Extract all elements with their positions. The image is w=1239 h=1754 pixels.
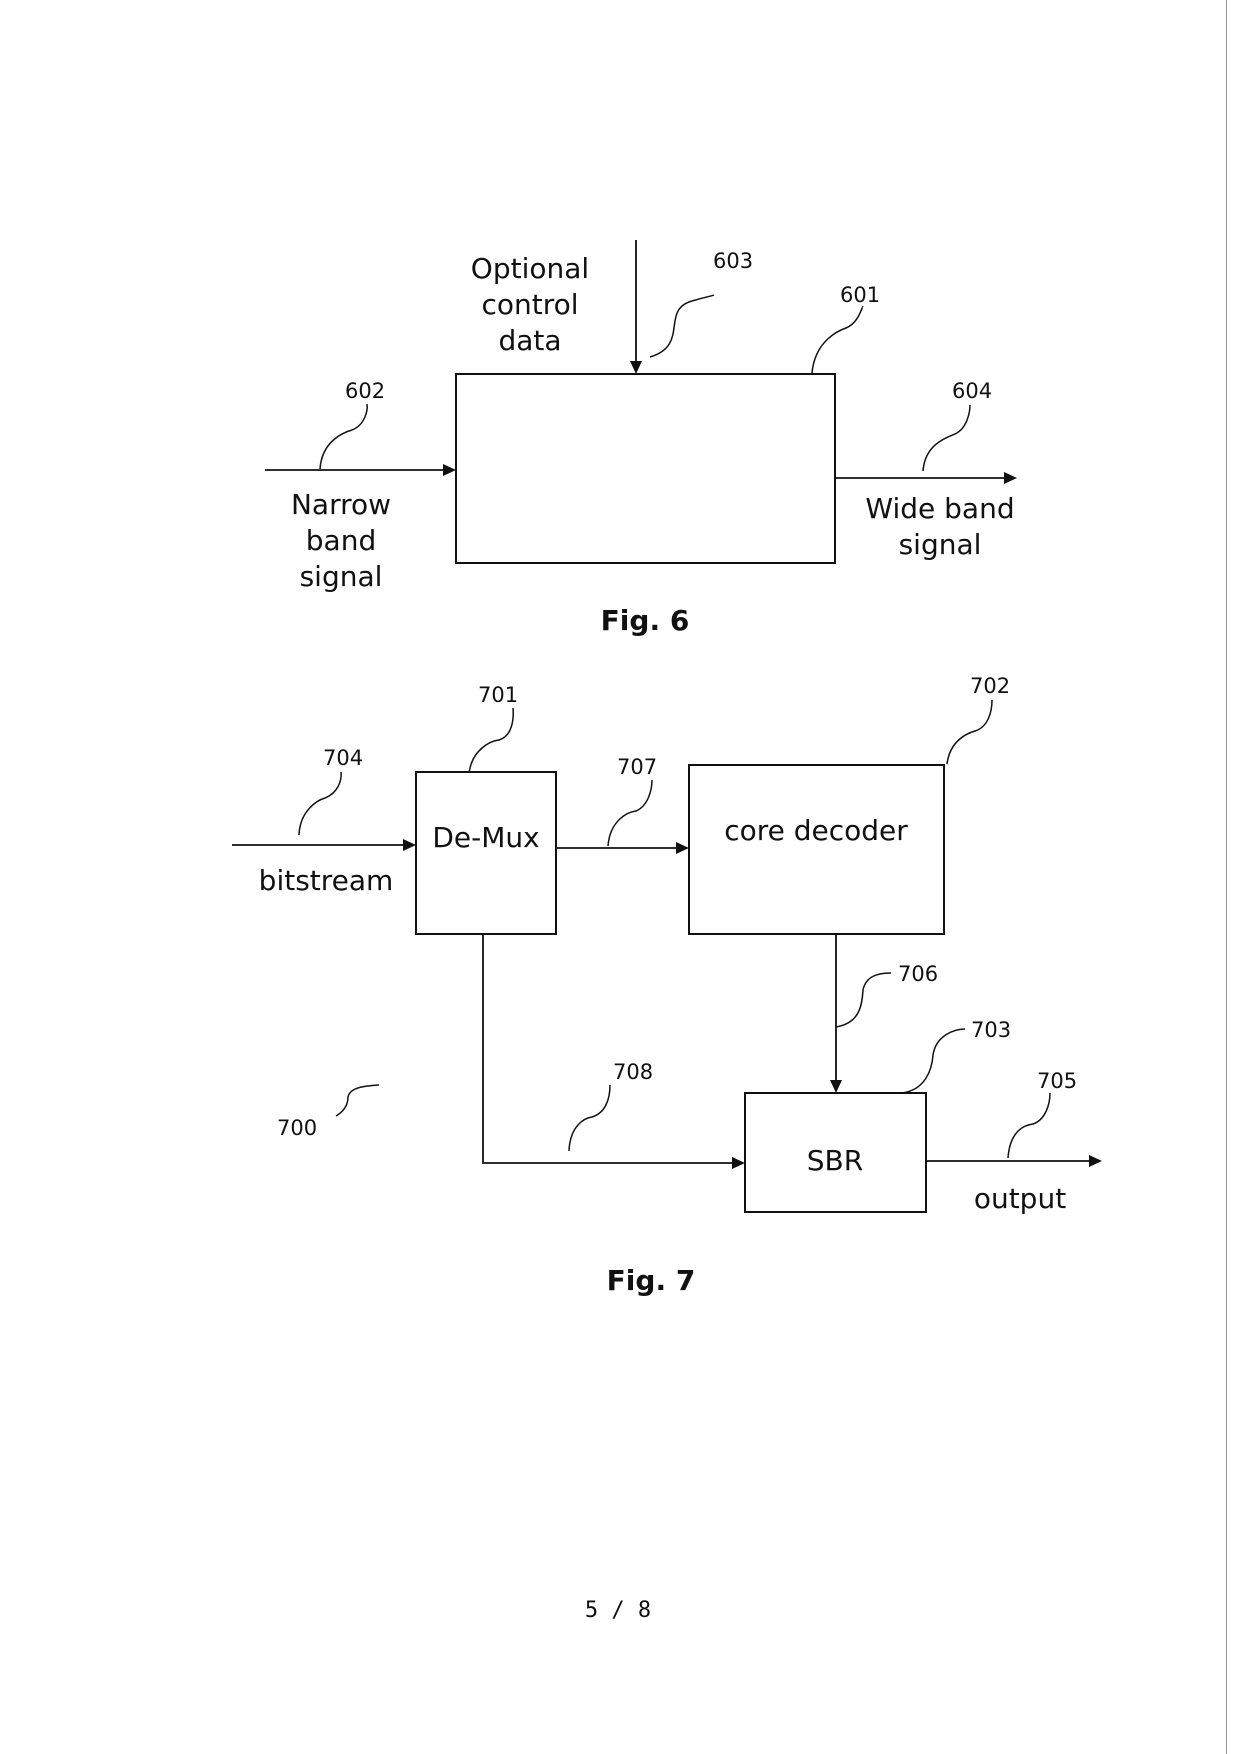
leader-line-706 — [835, 972, 892, 1028]
leader-line-604 — [922, 404, 971, 472]
control-data-arrowhead — [630, 361, 642, 374]
output-label: output — [974, 1182, 1066, 1215]
leader-line-701 — [468, 707, 514, 774]
demux-to-core-arrowhead — [676, 842, 689, 854]
leader-line-704 — [298, 771, 342, 836]
demux-label: De-Mux — [432, 821, 539, 854]
core-to-sbr-arrowhead — [830, 1080, 842, 1093]
ref-601: 601 — [840, 283, 880, 307]
narrow-band-label-line-1: Narrow — [291, 488, 391, 521]
page-number: 5 / 8 — [585, 1598, 651, 1623]
leader-line-703 — [901, 1028, 966, 1094]
control-label-line-3: data — [498, 324, 561, 357]
ref-704: 704 — [323, 746, 363, 770]
ref-701: 701 — [478, 683, 518, 707]
narrow-band-arrowhead — [443, 464, 456, 476]
leader-line-707 — [607, 779, 653, 847]
output-arrowhead — [1089, 1155, 1102, 1167]
leader-line-603 — [649, 294, 715, 358]
figure-6: 603 601 602 604 Optional control data Na… — [265, 240, 1017, 637]
control-label-line-2: control — [481, 288, 578, 321]
leader-line-601 — [811, 306, 864, 374]
control-label-line-1: Optional — [471, 252, 589, 285]
figure-6-caption: Fig. 6 — [601, 604, 690, 637]
leader-line-705 — [1007, 1092, 1051, 1159]
ref-705: 705 — [1037, 1069, 1077, 1093]
demux-to-sbr-arrow — [482, 934, 733, 1164]
demux-block — [415, 771, 557, 935]
sbr-block — [744, 1092, 927, 1213]
leader-line-708 — [568, 1084, 611, 1152]
wide-band-label-line-2: signal — [899, 528, 982, 561]
ref-604: 604 — [952, 379, 992, 403]
ref-602: 602 — [345, 379, 385, 403]
ref-708: 708 — [613, 1060, 653, 1084]
bitstream-arrowhead — [403, 839, 416, 851]
figure-7: De-Mux core decoder SBR — [232, 674, 1102, 1297]
narrow-band-label-line-3: signal — [300, 560, 383, 593]
demux-to-sbr-arrowhead — [732, 1157, 745, 1169]
ref-706: 706 — [898, 962, 938, 986]
ref-700: 700 — [277, 1116, 317, 1140]
wide-band-arrowhead — [1004, 472, 1017, 484]
ref-703: 703 — [971, 1018, 1011, 1042]
ref-603: 603 — [713, 249, 753, 273]
figure-7-caption: Fig. 7 — [607, 1264, 696, 1297]
page-edge-line — [1226, 0, 1227, 1754]
sbr-label: SBR — [807, 1144, 863, 1177]
leader-line-602 — [319, 403, 368, 470]
narrow-band-label-line-2: band — [306, 524, 376, 557]
bitstream-label: bitstream — [259, 864, 394, 897]
wide-band-label-line-1: Wide band — [865, 492, 1014, 525]
ref-707: 707 — [617, 755, 657, 779]
core-decoder-label: core decoder — [724, 814, 908, 847]
ref-702: 702 — [970, 674, 1010, 698]
core-decoder-block — [688, 764, 945, 935]
leader-line-700 — [335, 1084, 380, 1117]
bandwidth-extension-block — [455, 373, 836, 564]
leader-line-702 — [946, 699, 993, 765]
